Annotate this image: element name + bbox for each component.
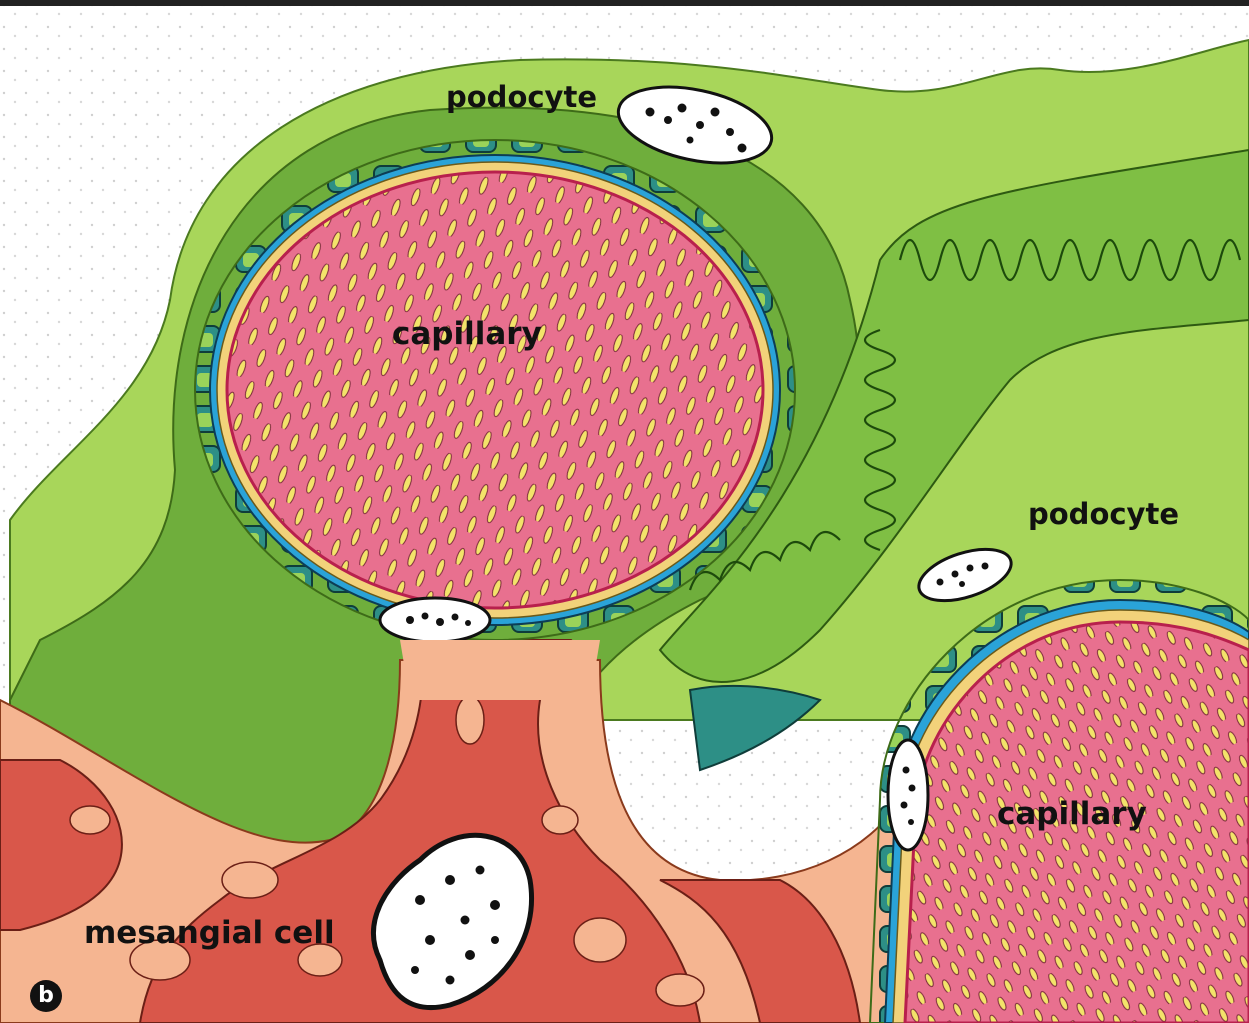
- capillary-right-endo-nucleus: [888, 740, 928, 850]
- label-podocyte-right: podocyte: [1028, 497, 1179, 531]
- label-capillary-right: capillary: [997, 796, 1147, 832]
- label-capillary-left: capillary: [392, 316, 542, 352]
- panel-letter-badge: b: [30, 980, 62, 1012]
- label-mesangial-cell: mesangial cell: [84, 915, 335, 951]
- capillary-left-neck: [400, 640, 600, 700]
- top-edge: [0, 0, 1249, 6]
- capillary-left-lumen: [227, 172, 763, 608]
- capillary-left-endo-nucleus: [380, 598, 490, 642]
- label-podocyte-top: podocyte: [446, 80, 597, 114]
